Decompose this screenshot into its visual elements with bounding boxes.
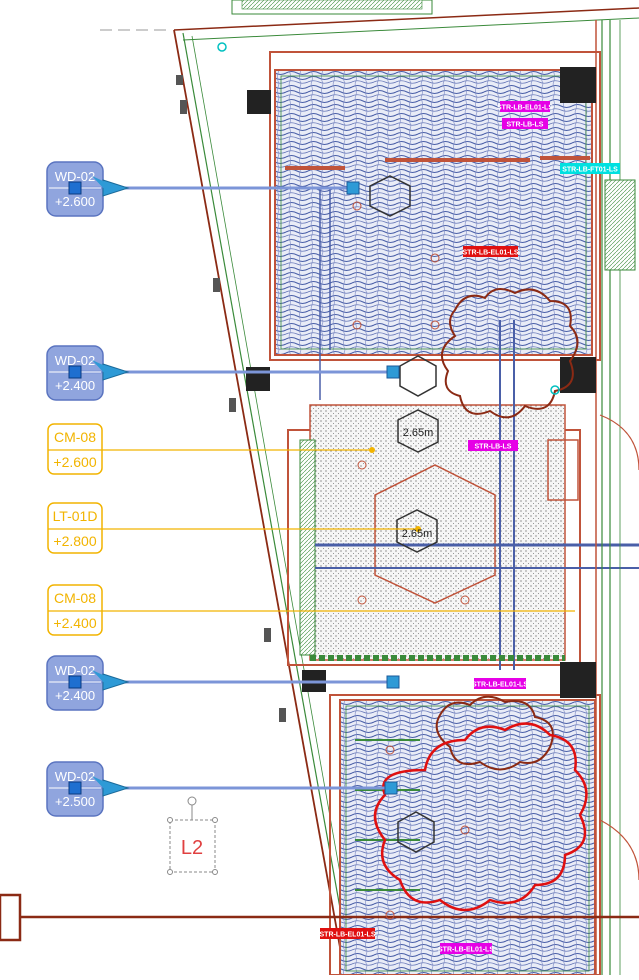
grid-line [0,893,639,942]
annotation-label-magenta[interactable]: STR-LB-EL01-LS [472,678,528,689]
tag-value: +2.400 [53,615,96,631]
bottom-carpet-area [339,699,596,976]
top-structure [100,0,433,31]
annotation-label-magenta[interactable]: STR-LB-LS [502,118,548,129]
leader-arrow-icon [92,360,114,374]
tag-code: WD-02 [55,169,95,184]
material-tag-blue[interactable]: WD-02 +2.600 [46,161,130,217]
tag-code: WD-02 [55,769,95,784]
annotation-label-red[interactable]: STR-LB-EL01-LS [320,928,376,939]
ceiling-height-label: 2.65m [402,528,433,540]
label-text: STR-LB-LS [475,444,512,451]
label-text: STR-LB-LS [507,122,544,129]
label-text: STR-LB-EL01-LS [438,947,494,954]
material-tag-yellow[interactable]: CM-08 +2.400 [47,584,103,636]
tag-code: WD-02 [55,663,95,678]
material-tag-blue[interactable]: WD-02 +2.400 [46,655,130,711]
right-side-walls [595,20,639,975]
tag-value: +2.600 [55,194,95,209]
top-carpet-area [274,69,593,400]
revision-clouds [373,288,588,912]
label-text: STR-LB-EL01-LS [463,250,519,257]
annotation-label-red[interactable]: STR-LB-EL01-LS [463,246,519,257]
resize-handle[interactable] [167,869,173,875]
yellow-tag-leaders [102,447,575,612]
tag-value: +2.400 [55,688,95,703]
tag-grip-icon[interactable] [68,781,82,795]
label-text: STR-LB-EL01-LS [320,932,376,939]
annotation-label-magenta[interactable]: STR-LB-EL01-LS [438,943,494,954]
tag-code: LT-01D [53,508,98,524]
resize-handle[interactable] [167,817,173,823]
material-tag-yellow[interactable]: LT-01D +2.800 [47,502,103,554]
ceiling-height-label: 2.65m [403,427,434,439]
tag-grip-icon[interactable] [68,365,82,379]
tag-code: CM-08 [54,429,96,445]
resize-handle[interactable] [212,817,218,823]
annotation-label-cyan[interactable]: STR-LB-FT01-LS [560,163,620,174]
level-label: L2 [181,837,203,859]
level-marker[interactable]: L2 [167,796,218,875]
tag-value: +2.500 [55,794,95,809]
label-text: STR-LB-FT01-LS [562,167,618,174]
tag-grip-icon[interactable] [68,675,82,689]
tag-code: CM-08 [54,590,96,606]
leader-arrow-icon [92,776,114,790]
tag-value: +2.800 [53,533,96,549]
material-tag-blue[interactable]: WD-02 +2.500 [46,761,130,817]
annotation-label-magenta[interactable]: STR-LB-LS [468,440,518,451]
tag-value: +2.600 [53,454,96,470]
columns [246,67,596,698]
resize-handle[interactable] [212,869,218,875]
material-tag-yellow[interactable]: CM-08 +2.600 [47,423,103,475]
label-text: STR-LB-EL01-LS [472,682,528,689]
leader-arrow-icon [92,670,114,684]
fixtures [217,42,560,920]
material-tag-blue[interactable]: WD-02 +2.400 [46,345,130,401]
tag-code: WD-02 [55,353,95,368]
leader-arrow-icon [92,176,114,190]
tag-value: +2.400 [55,378,95,393]
ceiling-height-hexagons [369,175,439,853]
label-text: STR-LB-EL01-LS [497,105,553,112]
annotation-label-magenta[interactable]: STR-LB-EL01-LS [497,101,553,112]
tag-grip-icon[interactable] [68,181,82,195]
